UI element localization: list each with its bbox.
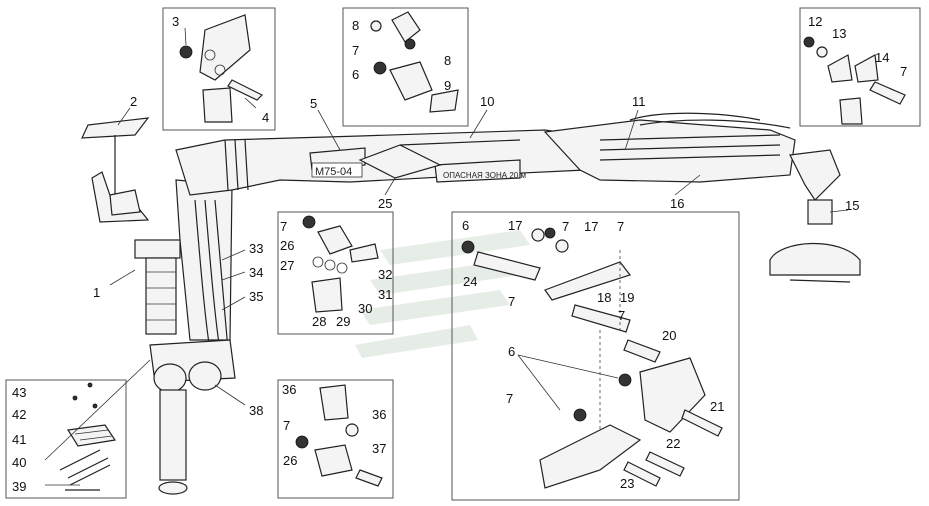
- callout-1: 1: [93, 285, 100, 300]
- callout-37: 37: [372, 441, 386, 456]
- callout-33: 33: [249, 241, 263, 256]
- callout-7-right-a: 7: [562, 219, 569, 234]
- callout-20: 20: [662, 328, 676, 343]
- callout-8-b: 8: [444, 53, 451, 68]
- callout-27: 27: [280, 258, 294, 273]
- callout-23: 23: [620, 476, 634, 491]
- callout-6-lower: 6: [508, 344, 515, 359]
- detail-parts-top-left: [179, 14, 264, 123]
- callout-24: 24: [463, 274, 477, 289]
- callout-30: 30: [358, 301, 372, 316]
- callout-36-a: 36: [282, 382, 296, 397]
- callout-18: 18: [597, 290, 611, 305]
- callout-8-a: 8: [352, 18, 359, 33]
- callout-7-mid-left: 7: [280, 219, 287, 234]
- boom-warning-label: ОПАСНАЯ ЗОНА 20 м: [443, 171, 526, 180]
- detail-box-bottom-left: [5, 379, 127, 499]
- callout-17-b: 17: [584, 219, 598, 234]
- callout-21: 21: [710, 399, 724, 414]
- callout-36-b: 36: [372, 407, 386, 422]
- callout-41: 41: [12, 432, 26, 447]
- detail-parts-top-right: [803, 36, 906, 125]
- callout-40: 40: [12, 455, 26, 470]
- callout-39: 39: [12, 479, 26, 494]
- detail-parts-mid-left: [302, 215, 379, 313]
- callout-7-right-c: 7: [508, 294, 515, 309]
- callout-5: 5: [310, 96, 317, 111]
- detail-box-top-middle: [342, 7, 469, 127]
- detail-box-top-right: [799, 7, 921, 127]
- detail-box-large-right: [451, 211, 740, 501]
- boom-model-plate: [311, 162, 363, 178]
- callout-7-right-e: 7: [618, 308, 625, 323]
- callout-6-right: 6: [462, 218, 469, 233]
- callout-35: 35: [249, 289, 263, 304]
- callout-7-top-right: 7: [900, 64, 907, 79]
- crane-assembly: [81, 112, 861, 495]
- detail-box-bottom-middle: [277, 379, 394, 499]
- detail-box-top-left: [162, 7, 276, 131]
- boom-model-label: М75-04: [315, 166, 352, 178]
- callout-38: 38: [249, 403, 263, 418]
- detail-parts-bottom-left: [59, 382, 117, 491]
- callout-34: 34: [249, 265, 263, 280]
- callout-7-top-middle: 7: [352, 43, 359, 58]
- callout-16: 16: [670, 196, 684, 211]
- callout-15: 15: [845, 198, 859, 213]
- callout-12: 12: [808, 14, 822, 29]
- callout-28: 28: [312, 314, 326, 329]
- leader-lines: [44, 27, 849, 486]
- callout-42: 42: [12, 407, 26, 422]
- callout-7-right-d: 7: [506, 391, 513, 406]
- callout-7-right-b: 7: [617, 219, 624, 234]
- callout-14: 14: [875, 50, 889, 65]
- callout-7-bottom-mid: 7: [283, 418, 290, 433]
- callout-11: 11: [632, 94, 646, 109]
- detail-box-mid-left: [277, 211, 394, 335]
- callout-29: 29: [336, 314, 350, 329]
- detail-parts-top-middle: [370, 11, 459, 113]
- detail-parts-large-right: [461, 227, 723, 489]
- callout-9: 9: [444, 78, 451, 93]
- callout-6-top: 6: [352, 67, 359, 82]
- callout-25: 25: [378, 196, 392, 211]
- callout-26-a: 26: [280, 238, 294, 253]
- callout-17-a: 17: [508, 218, 522, 233]
- watermark-logo: [355, 230, 530, 358]
- callout-43: 43: [12, 385, 26, 400]
- detail-parts-bottom-middle: [295, 384, 383, 487]
- callout-32: 32: [378, 267, 392, 282]
- callout-13: 13: [832, 26, 846, 41]
- callout-labels: 1 2 3 4 5 6 6 6 7 7 7 7 7 7 7 7 7 8 8 9 …: [12, 14, 907, 494]
- callout-31: 31: [378, 287, 392, 302]
- callout-22: 22: [666, 436, 680, 451]
- callout-10: 10: [480, 94, 494, 109]
- callout-2: 2: [130, 94, 137, 109]
- callout-19: 19: [620, 290, 634, 305]
- callout-3: 3: [172, 14, 179, 29]
- callout-26-b: 26: [283, 453, 297, 468]
- callout-4: 4: [262, 110, 269, 125]
